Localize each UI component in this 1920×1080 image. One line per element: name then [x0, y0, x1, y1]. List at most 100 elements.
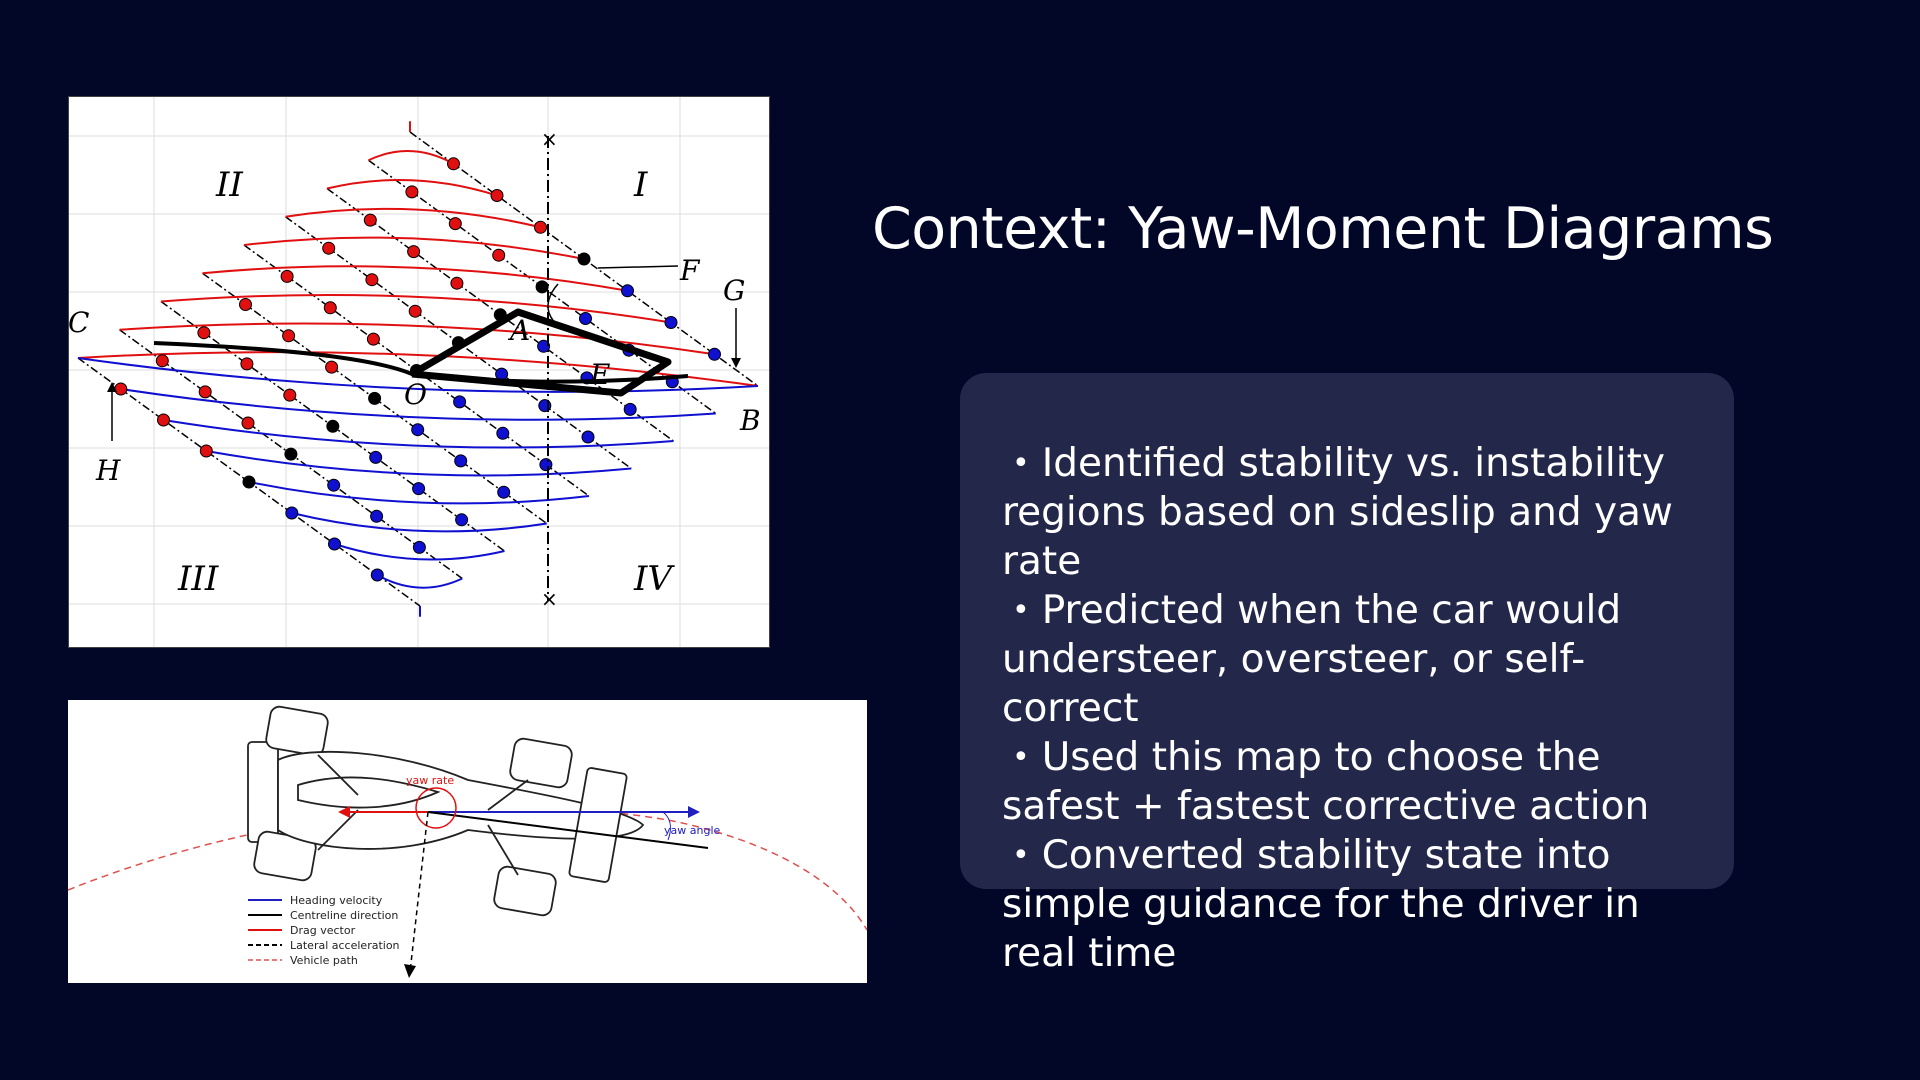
- data-marker: [242, 475, 256, 489]
- drag-vector-arrowhead: [338, 806, 350, 818]
- data-marker: [497, 485, 511, 499]
- data-marker: [621, 284, 634, 298]
- data-marker: [280, 269, 294, 283]
- data-marker: [623, 402, 637, 416]
- data-marker: [157, 413, 170, 427]
- bullet-dot: •: [1012, 838, 1030, 873]
- upper-curves: [77, 121, 759, 387]
- front-wing: [568, 767, 628, 883]
- legend-label: Vehicle path: [290, 954, 358, 967]
- data-marker: [241, 416, 255, 430]
- car-yaw-diagram-image: yaw rate yaw angle Heading velocity Cent…: [68, 700, 867, 983]
- data-marker: [492, 248, 506, 262]
- data-marker: [197, 326, 211, 340]
- data-marker: [199, 444, 213, 458]
- data-marker: [537, 339, 551, 353]
- upper-curve: [243, 236, 585, 260]
- upper-curve: [368, 150, 454, 165]
- lower-curve: [248, 481, 590, 505]
- car-yaw-diagram: yaw rate yaw angle Heading velocity Cent…: [68, 705, 867, 978]
- rear-wing: [247, 741, 279, 843]
- point-label: H: [95, 454, 121, 487]
- bullet-dot: •: [1012, 446, 1030, 481]
- quadrant-label: III: [177, 559, 219, 599]
- data-marker: [577, 252, 591, 266]
- point-label: C: [68, 306, 89, 339]
- lower-curves: [77, 357, 759, 617]
- point-label: B: [739, 404, 761, 437]
- h-arrowhead: [107, 382, 117, 392]
- data-marker: [453, 395, 467, 409]
- rear-left-wheel: [265, 705, 329, 757]
- data-marker: [365, 273, 379, 287]
- data-marker: [412, 540, 426, 554]
- data-marker: [450, 276, 464, 290]
- limit-cross-bottom: ×: [541, 587, 558, 611]
- lower-curve: [77, 357, 759, 393]
- operating-envelope: [410, 308, 672, 397]
- data-marker: [366, 332, 380, 346]
- car-legend: Heading velocity Centreline direction Dr…: [248, 894, 400, 967]
- data-marker: [490, 189, 504, 202]
- data-marker: [708, 347, 721, 361]
- data-markers: [114, 157, 721, 582]
- upper-curve: [202, 265, 628, 292]
- point-label: A: [507, 314, 530, 347]
- yaw-rate-circle: [415, 787, 457, 829]
- lower-curve: [334, 543, 505, 561]
- legend-label: Centreline direction: [290, 909, 398, 922]
- summary-card: •Identified stability vs. instability re…: [960, 373, 1734, 976]
- data-marker: [454, 454, 468, 468]
- data-marker: [363, 213, 377, 227]
- cockpit: [297, 776, 441, 809]
- lower-curve: [291, 512, 547, 533]
- upper-curve: [77, 351, 759, 387]
- data-marker: [284, 447, 298, 461]
- lower-curve: [163, 419, 674, 449]
- data-marker: [579, 312, 592, 325]
- data-marker: [369, 450, 383, 464]
- bullet-item: •Identified stability vs. instability re…: [1002, 439, 1704, 586]
- f1-car-outline: [247, 705, 645, 917]
- data-marker: [282, 329, 296, 343]
- data-marker: [370, 568, 384, 582]
- front-right-wheel: [493, 865, 557, 917]
- quadrant-label: I: [633, 165, 648, 205]
- data-marker: [239, 298, 252, 311]
- data-marker: [325, 360, 339, 374]
- upper-curve: [326, 178, 498, 197]
- yaw-angle-arc: [662, 811, 671, 841]
- bullet-text: Identified stability vs. instability reg…: [1002, 441, 1673, 584]
- quadrant-label: II: [215, 165, 243, 205]
- data-marker: [535, 280, 549, 294]
- front-suspension: [487, 779, 529, 811]
- diagram-grid: [68, 96, 770, 648]
- data-marker: [411, 423, 425, 437]
- point-label: O: [404, 378, 427, 411]
- bullet-text: Predicted when the car would understeer,…: [1002, 588, 1622, 731]
- rear-suspension: [317, 809, 359, 851]
- front-suspension: [487, 824, 519, 876]
- diagram-frame: [68, 96, 770, 648]
- upper-curve: [285, 207, 541, 229]
- limit-cross-top: ×: [541, 127, 558, 151]
- data-marker: [322, 241, 336, 255]
- point-label: G: [723, 274, 745, 307]
- data-marker: [407, 245, 421, 259]
- yaw-angle-label: yaw angle: [664, 824, 720, 837]
- yaw-moment-diagram-image: × × II I III IV A B C E F G H O: [68, 96, 770, 648]
- f-pointer: [547, 283, 589, 337]
- data-marker: [198, 385, 212, 399]
- lateral-acceleration-arrowhead: [404, 964, 416, 978]
- heading-velocity-arrowhead: [688, 806, 700, 818]
- chassis: [277, 750, 645, 850]
- yaw-moment-diagram: × × II I III IV A B C E F G H O: [68, 96, 770, 648]
- rear-suspension: [317, 754, 359, 796]
- data-marker: [323, 301, 337, 315]
- data-marker: [539, 458, 553, 472]
- lower-curve: [120, 388, 716, 421]
- data-marker: [155, 354, 169, 368]
- data-marker: [327, 478, 341, 492]
- data-marker: [581, 430, 595, 444]
